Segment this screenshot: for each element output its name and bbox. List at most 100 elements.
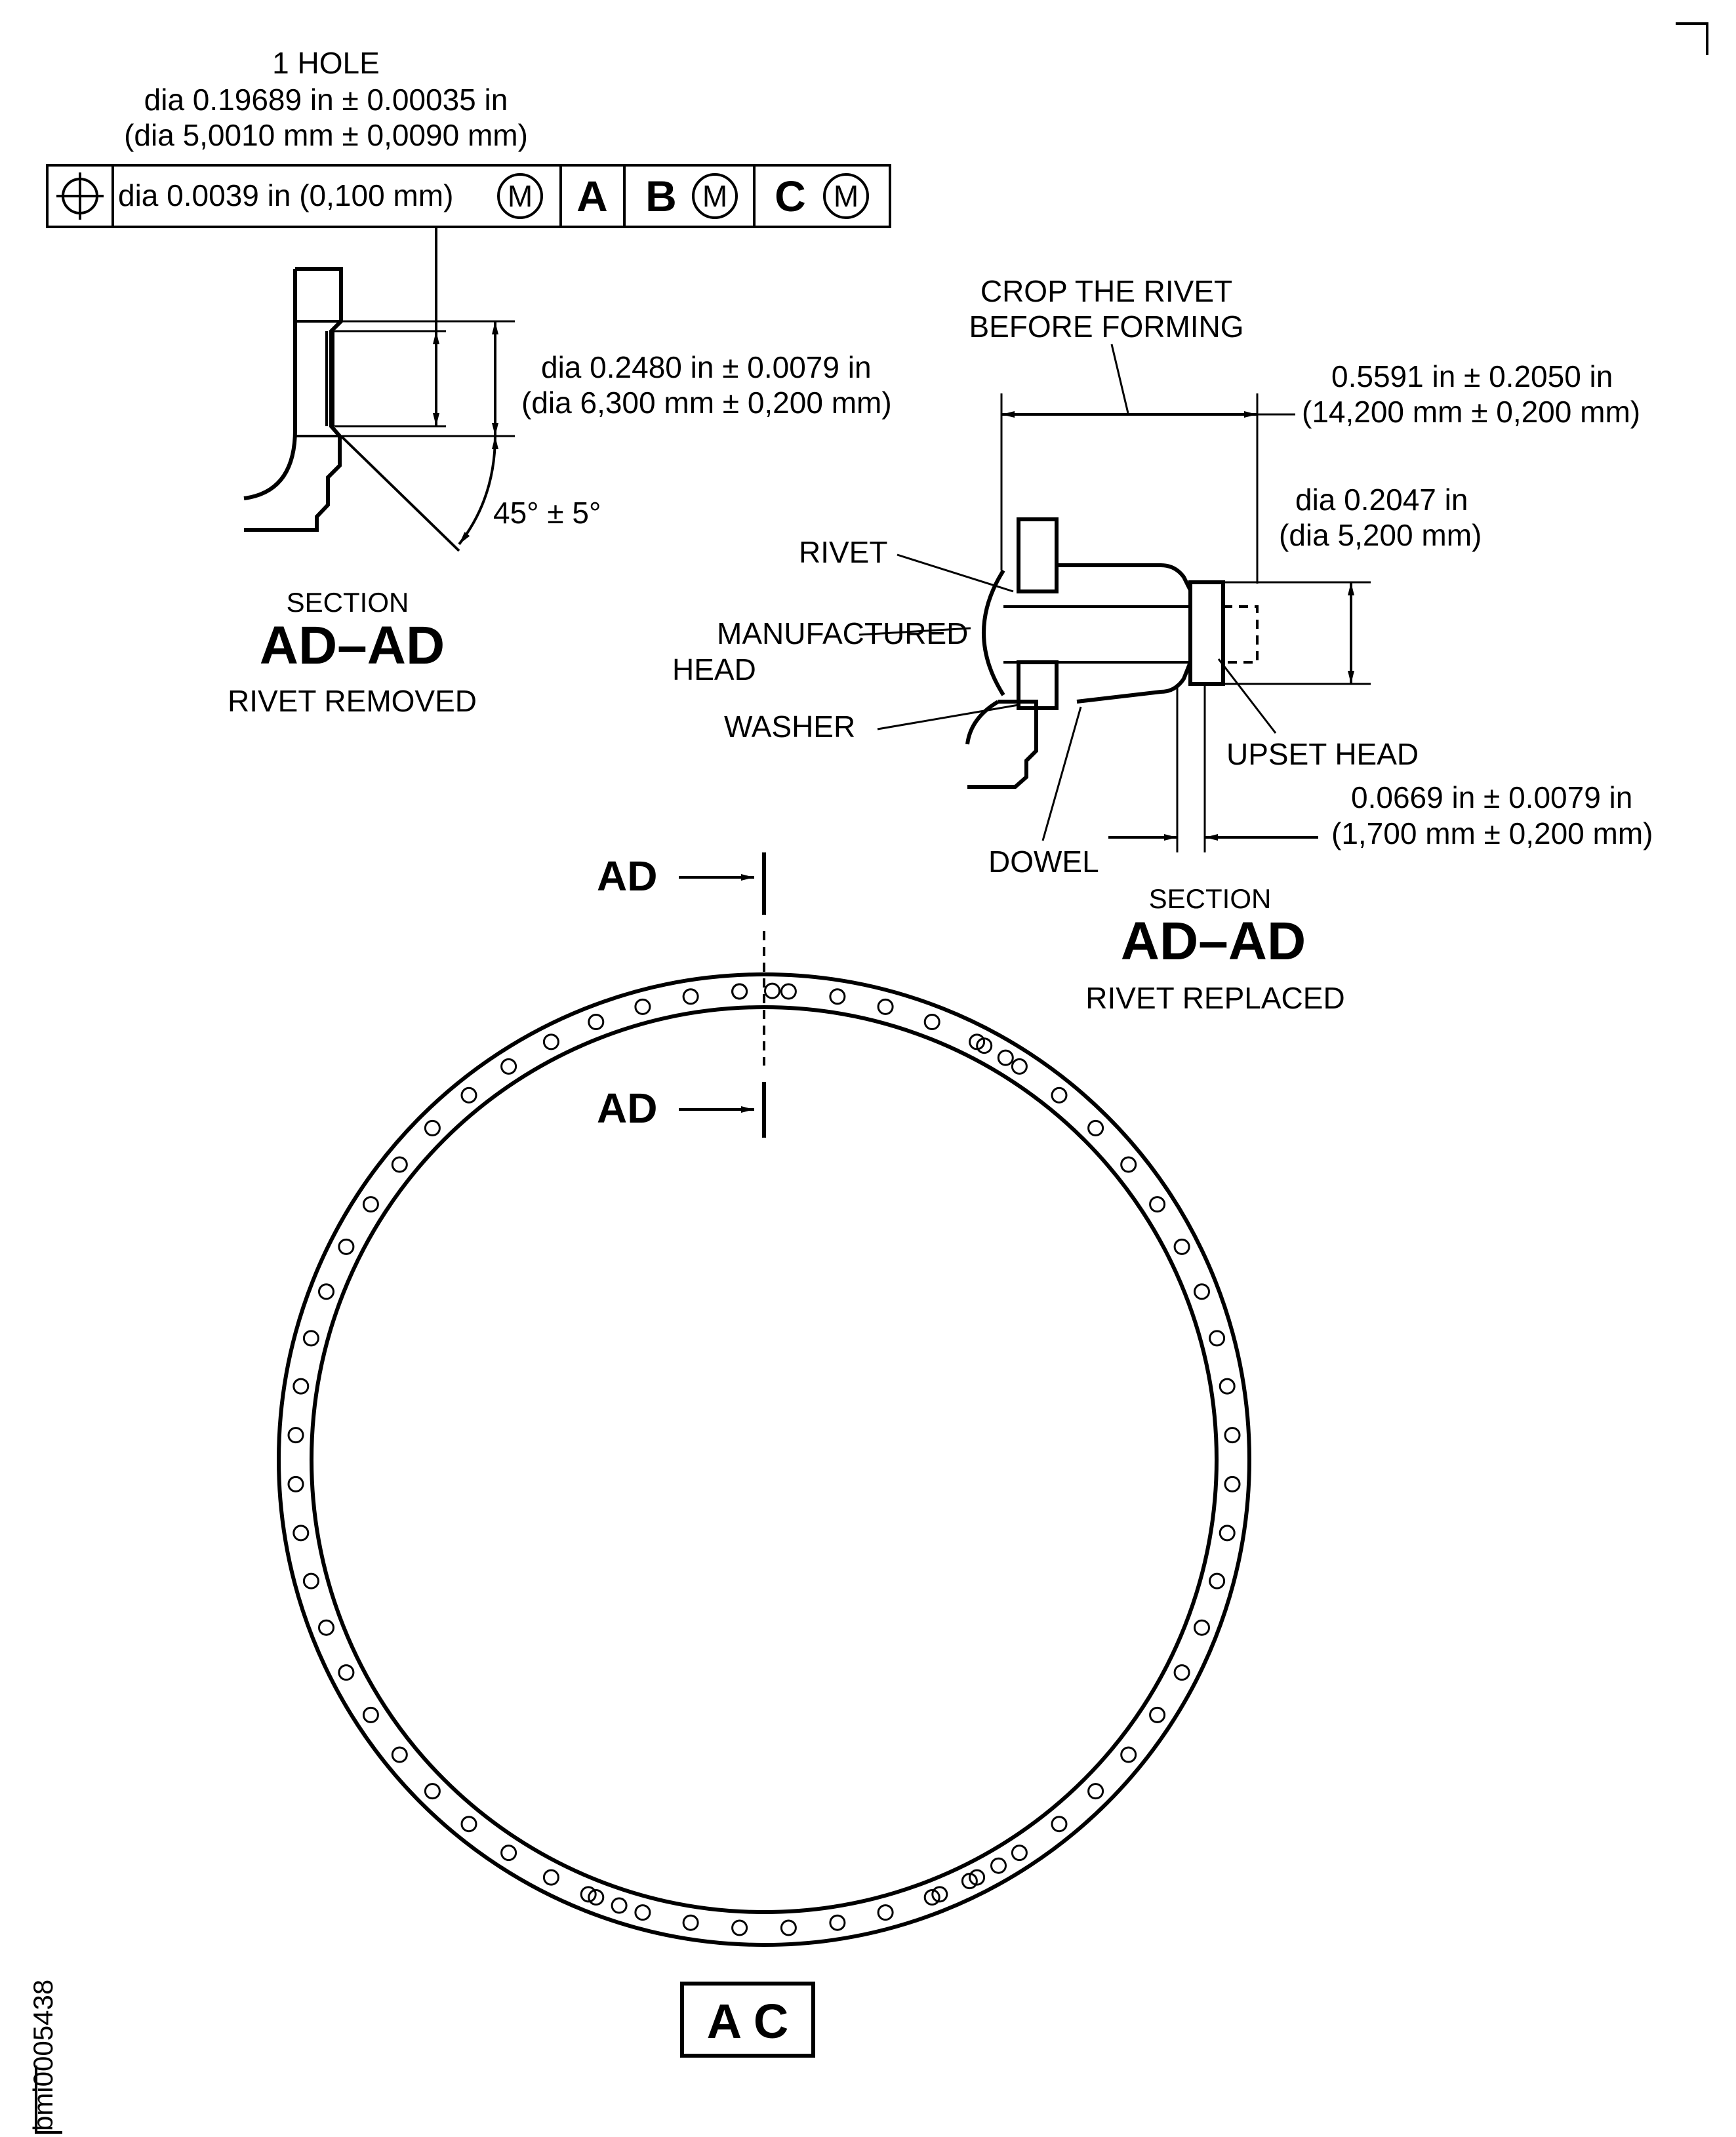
length-in-label: 0.5591 in ± 0.2050 in bbox=[1331, 359, 1613, 393]
ring-hole bbox=[731, 1919, 748, 1936]
ring-hole-group bbox=[287, 982, 1241, 1936]
ring-hole bbox=[1011, 1845, 1028, 1862]
ring-hole bbox=[923, 1889, 940, 1906]
ring-hole bbox=[287, 1427, 304, 1444]
ring-hole bbox=[1224, 1427, 1241, 1444]
ring-hole bbox=[990, 1857, 1007, 1874]
section-caption-removed: RIVET REMOVED bbox=[228, 684, 477, 718]
cut-label-top: AD bbox=[597, 852, 657, 900]
ring-hole bbox=[1087, 1783, 1104, 1800]
ring-hole bbox=[1194, 1619, 1210, 1636]
upset-dia-in-label: dia 0.2047 in bbox=[1295, 483, 1468, 517]
ring-outer-edge bbox=[277, 972, 1251, 1947]
datum-b: B bbox=[645, 172, 677, 220]
upset-height-in-label: 0.0669 in ± 0.0079 in bbox=[1351, 780, 1632, 814]
ring-hole bbox=[976, 1037, 993, 1054]
ring-hole bbox=[580, 1886, 597, 1903]
ring-hole bbox=[997, 1049, 1014, 1066]
position-symbol-icon bbox=[56, 172, 104, 220]
ring-hole bbox=[829, 988, 846, 1005]
mmc-modifier-circle-1 bbox=[497, 173, 543, 219]
dowel-body bbox=[1057, 563, 1192, 704]
ring-hole bbox=[611, 1897, 628, 1914]
crop-note-line2: BEFORE FORMING bbox=[969, 310, 1243, 344]
ring-hole bbox=[287, 1475, 304, 1492]
dowel-label: DOWEL bbox=[988, 845, 1099, 879]
manufactured-head-label-2: HEAD bbox=[672, 652, 756, 687]
ring-hole bbox=[362, 1706, 379, 1723]
hole-dia-in-label: dia 0.19689 in ± 0.00035 in bbox=[144, 83, 508, 117]
section-word-2: SECTION bbox=[1149, 883, 1272, 914]
section-id-2: AD–AD bbox=[1121, 911, 1306, 971]
bore-dia-mm-label: (dia 6,300 mm ± 0,200 mm) bbox=[521, 386, 892, 420]
ring-hole bbox=[338, 1664, 355, 1681]
upset-head-shape bbox=[1188, 580, 1225, 686]
ring-hole bbox=[1224, 1475, 1241, 1492]
ring-hole bbox=[780, 983, 797, 1000]
ring-hole bbox=[961, 1873, 978, 1890]
ring-hole bbox=[1149, 1196, 1166, 1213]
ring-hole bbox=[829, 1914, 846, 1931]
manufactured-head-label-1: MANUFACTURED bbox=[717, 616, 968, 650]
upset-head-label: UPSET HEAD bbox=[1226, 737, 1419, 771]
datum-a: A bbox=[576, 172, 608, 220]
ring-hole bbox=[1194, 1283, 1210, 1300]
section-caption-replaced: RIVET REPLACED bbox=[1085, 981, 1344, 1015]
ring-hole bbox=[1011, 1058, 1028, 1075]
feature-control-group: 1 HOLE dia 0.19689 in ± 0.00035 in (dia … bbox=[46, 46, 891, 331]
ring-hole bbox=[1209, 1330, 1226, 1347]
hole-count-label: 1 HOLE bbox=[272, 46, 380, 80]
mmc-modifier-2: M bbox=[702, 179, 727, 213]
position-tolerance-value: dia 0.0039 in (0,100 mm) bbox=[118, 178, 453, 212]
hole-dia-mm-label: (dia 5,0010 mm ± 0,0090 mm) bbox=[124, 118, 528, 152]
ring-hole bbox=[542, 1869, 559, 1886]
rivet-label: RIVET bbox=[799, 535, 887, 569]
section-id-1: AD–AD bbox=[260, 616, 445, 675]
ring-hole bbox=[1120, 1746, 1137, 1763]
ring-hole bbox=[338, 1238, 355, 1255]
washer-shape bbox=[1017, 517, 1059, 593]
feature-control-frame bbox=[46, 164, 891, 228]
section-rivet-removed: dia 0.2480 in ± 0.0079 in (dia 6,300 mm … bbox=[228, 267, 892, 718]
view-label-box bbox=[680, 1982, 815, 2058]
ring-hole bbox=[1209, 1572, 1226, 1589]
ring-hole bbox=[302, 1330, 319, 1347]
ring-hole bbox=[542, 1033, 559, 1050]
ring-hole bbox=[391, 1746, 408, 1763]
mmc-modifier-1: M bbox=[508, 179, 533, 213]
crop-note-line1: CROP THE RIVET bbox=[980, 274, 1232, 308]
ring-hole bbox=[1219, 1525, 1236, 1542]
ring-hole bbox=[460, 1816, 477, 1833]
ring-hole bbox=[1120, 1156, 1137, 1173]
upset-dia-mm-label: (dia 5,200 mm) bbox=[1279, 518, 1482, 552]
figure-id: bmi0005438 bbox=[28, 1980, 58, 2131]
ring-hole bbox=[634, 998, 651, 1015]
ring-hole bbox=[424, 1783, 441, 1800]
ring-inner-edge bbox=[310, 1005, 1219, 1914]
ring-hole bbox=[391, 1156, 408, 1173]
ring-hole bbox=[682, 988, 699, 1005]
ring-hole bbox=[1173, 1238, 1190, 1255]
upset-height-mm-label: (1,700 mm ± 0,200 mm) bbox=[1331, 816, 1653, 850]
datum-c: C bbox=[775, 172, 806, 220]
corner-mark bbox=[1676, 22, 1708, 55]
ring-hole bbox=[424, 1119, 441, 1136]
ring-hole bbox=[1173, 1664, 1190, 1681]
bore-dia-in-label: dia 0.2480 in ± 0.0079 in bbox=[541, 350, 872, 384]
ring-hole bbox=[877, 998, 894, 1015]
ring-hole bbox=[1051, 1816, 1068, 1833]
ring-hole bbox=[302, 1572, 319, 1589]
cut-label-bottom: AD bbox=[597, 1085, 657, 1132]
ring-hole bbox=[634, 1904, 651, 1921]
chamfer-angle-label: 45° ± 5° bbox=[493, 496, 601, 530]
ring-hole bbox=[318, 1283, 334, 1300]
ring-view: AD AD A C bbox=[277, 852, 1251, 2058]
ring-hole bbox=[293, 1525, 310, 1542]
ring-hole bbox=[500, 1058, 517, 1075]
ring-hole bbox=[764, 982, 780, 999]
ring-hole bbox=[931, 1886, 948, 1903]
part-profile bbox=[244, 267, 343, 532]
mmc-modifier-circle-3 bbox=[823, 173, 869, 219]
figure-id-group: bmi0005438 bbox=[28, 1980, 58, 2131]
